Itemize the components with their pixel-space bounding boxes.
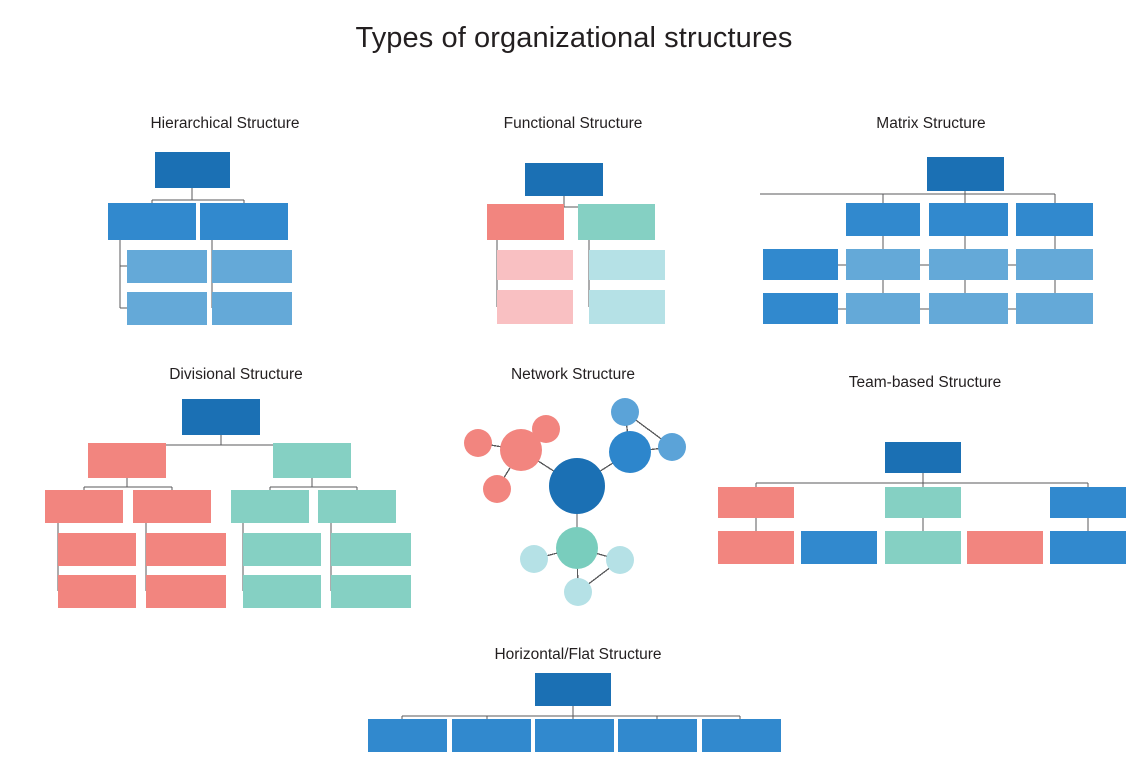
node-functional-sub-teal-2[interactable] — [589, 290, 665, 324]
node-team-based-member-3[interactable] — [885, 531, 961, 564]
node-network-hub[interactable] — [549, 458, 605, 514]
node-matrix-col-head-3[interactable] — [1016, 203, 1093, 236]
node-horizontal-flat-peer-2[interactable] — [452, 719, 531, 752]
node-hierarchical-level3-2[interactable] — [212, 250, 292, 283]
node-network-cluster-teal[interactable] — [556, 527, 598, 569]
node-network-red-sat-2[interactable] — [532, 415, 560, 443]
section-matrix — [760, 157, 1093, 324]
node-divisional-teal-leaf-3[interactable] — [243, 575, 321, 608]
node-hierarchical-level2-2[interactable] — [200, 203, 288, 240]
section-title-functional: Functional Structure — [503, 115, 643, 132]
node-matrix-root[interactable] — [927, 157, 1004, 191]
node-divisional-red-leaf-3[interactable] — [58, 575, 136, 608]
node-functional-sub-teal-1[interactable] — [589, 250, 665, 280]
section-horizontal-flat — [368, 673, 781, 752]
node-functional-div-teal[interactable] — [578, 204, 655, 240]
node-matrix-row-head-2[interactable] — [763, 293, 838, 324]
section-team-based — [718, 442, 1126, 564]
section-title-team-based: Team-based Structure — [848, 374, 1002, 391]
section-title-matrix: Matrix Structure — [876, 115, 986, 132]
node-hierarchical-level3-3[interactable] — [127, 292, 207, 325]
network-link — [503, 466, 512, 479]
node-network-cluster-blue[interactable] — [609, 431, 651, 473]
node-matrix-cell-1-1[interactable] — [846, 249, 920, 280]
node-network-red-sat-1[interactable] — [464, 429, 492, 457]
node-team-based-member-4[interactable] — [967, 531, 1043, 564]
node-divisional-teal-child-1[interactable] — [231, 490, 309, 523]
network-link — [546, 552, 558, 557]
node-matrix-cell-2-1[interactable] — [846, 293, 920, 324]
node-matrix-cell-1-3[interactable] — [1016, 249, 1093, 280]
node-team-based-member-2[interactable] — [801, 531, 877, 564]
node-divisional-teal-leaf-2[interactable] — [331, 533, 411, 566]
network-link — [596, 552, 608, 558]
node-divisional-red-leaf-2[interactable] — [146, 533, 226, 566]
node-divisional-div-teal[interactable] — [273, 443, 351, 478]
node-network-red-sat-3[interactable] — [483, 475, 511, 503]
node-divisional-teal-leaf-4[interactable] — [331, 575, 411, 608]
network-link — [635, 419, 662, 440]
node-matrix-cell-2-2[interactable] — [929, 293, 1008, 324]
node-network-blue-sat-2[interactable] — [658, 433, 686, 461]
node-functional-div-red[interactable] — [487, 204, 564, 240]
node-team-based-team-lead-1[interactable] — [718, 487, 794, 518]
node-matrix-col-head-2[interactable] — [929, 203, 1008, 236]
node-horizontal-flat-peer-4[interactable] — [618, 719, 697, 752]
node-hierarchical-level3-1[interactable] — [127, 250, 207, 283]
node-horizontal-flat-root[interactable] — [535, 673, 611, 706]
node-matrix-cell-2-3[interactable] — [1016, 293, 1093, 324]
section-functional — [487, 163, 665, 324]
node-network-teal-sat-2[interactable] — [606, 546, 634, 574]
node-matrix-row-head-1[interactable] — [763, 249, 838, 280]
node-network-teal-sat-3[interactable] — [564, 578, 592, 606]
node-hierarchical-level3-4[interactable] — [212, 292, 292, 325]
node-hierarchical-level2-1[interactable] — [108, 203, 196, 240]
section-hierarchical — [108, 152, 292, 325]
node-horizontal-flat-peer-1[interactable] — [368, 719, 447, 752]
node-divisional-root[interactable] — [182, 399, 260, 435]
node-network-teal-sat-1[interactable] — [520, 545, 548, 573]
node-divisional-red-child-2[interactable] — [133, 490, 211, 523]
section-title-horizontal-flat: Horizontal/Flat Structure — [494, 646, 662, 663]
node-divisional-teal-leaf-1[interactable] — [243, 533, 321, 566]
network-link — [599, 462, 614, 472]
network-link — [587, 567, 611, 585]
node-divisional-red-leaf-1[interactable] — [58, 533, 136, 566]
section-title-hierarchical: Hierarchical Structure — [150, 115, 300, 132]
network-link — [649, 447, 660, 451]
node-team-based-team-lead-3[interactable] — [1050, 487, 1126, 518]
node-matrix-col-head-1[interactable] — [846, 203, 920, 236]
node-team-based-member-1[interactable] — [718, 531, 794, 564]
node-functional-root[interactable] — [525, 163, 603, 196]
node-divisional-red-child-1[interactable] — [45, 490, 123, 523]
node-divisional-red-leaf-4[interactable] — [146, 575, 226, 608]
node-team-based-member-5[interactable] — [1050, 531, 1126, 564]
network-link — [625, 424, 629, 433]
section-network — [464, 398, 686, 606]
node-divisional-teal-child-2[interactable] — [318, 490, 396, 523]
node-team-based-root[interactable] — [885, 442, 961, 473]
node-functional-sub-red-1[interactable] — [497, 250, 573, 280]
section-divisional — [45, 399, 411, 608]
section-title-network: Network Structure — [510, 366, 636, 383]
node-horizontal-flat-peer-3[interactable] — [535, 719, 614, 752]
node-functional-sub-red-2[interactable] — [497, 290, 573, 324]
node-horizontal-flat-peer-5[interactable] — [702, 719, 781, 752]
section-title-divisional: Divisional Structure — [169, 366, 303, 383]
network-link — [490, 444, 502, 448]
page-title: Types of organizational structures — [355, 22, 793, 54]
node-network-blue-sat-1[interactable] — [611, 398, 639, 426]
node-team-based-team-lead-2[interactable] — [885, 487, 961, 518]
node-hierarchical-root[interactable] — [155, 152, 230, 188]
node-divisional-div-red[interactable] — [88, 443, 166, 478]
network-link — [537, 460, 555, 472]
node-matrix-cell-1-2[interactable] — [929, 249, 1008, 280]
node-network-cluster-red[interactable] — [500, 429, 542, 471]
